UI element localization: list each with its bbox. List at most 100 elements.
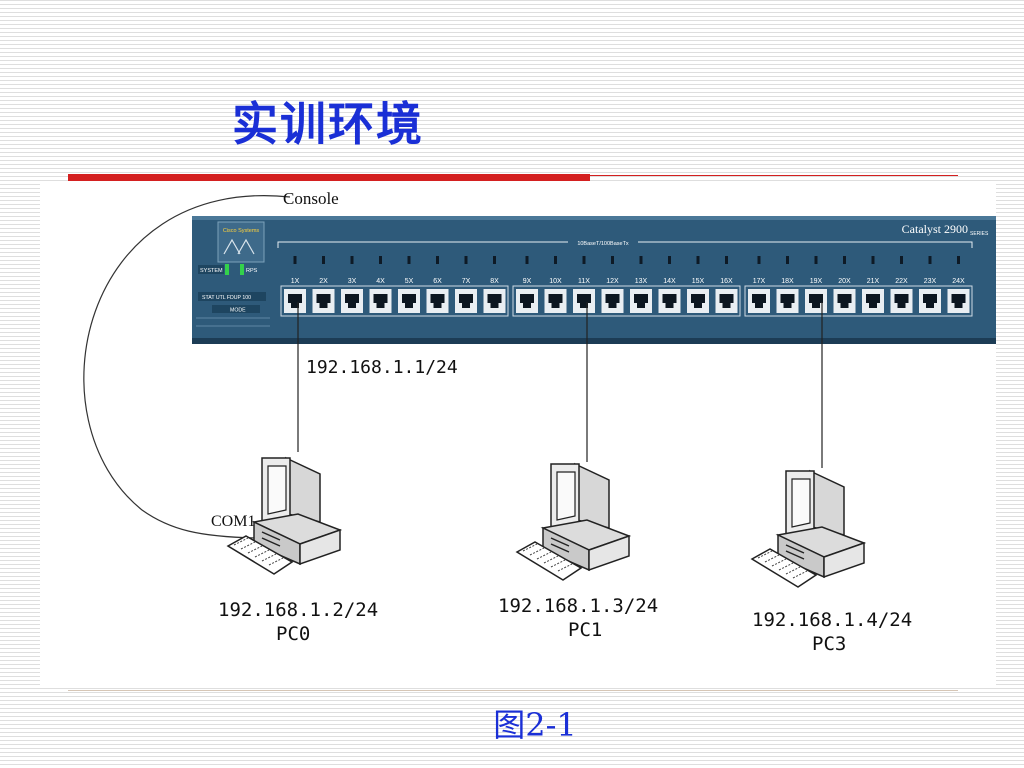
- figure-caption: 图2-1: [493, 706, 577, 744]
- mode-button: [212, 305, 260, 313]
- led-system-box: [198, 265, 224, 274]
- pc-computer: [515, 462, 632, 581]
- pc-computer: [750, 469, 867, 588]
- port-label: 4X: [376, 278, 385, 285]
- port-label: 1X: [291, 278, 300, 285]
- console-label: Console: [283, 189, 339, 208]
- port-band-label-bg: [568, 238, 638, 246]
- pc0-name: PC0: [276, 623, 310, 645]
- port-led: [379, 256, 382, 264]
- port-label: 9X: [523, 278, 532, 285]
- cisco-bridge-icon: [223, 238, 255, 255]
- port-label: 6X: [433, 278, 442, 285]
- port-socket: [520, 294, 534, 308]
- port-led: [957, 256, 960, 264]
- port-socket: [662, 294, 677, 308]
- port-label: 17X: [753, 278, 766, 285]
- port-group-frame: [744, 285, 973, 317]
- monitor-screen: [267, 465, 287, 515]
- pc3-name: PC3: [812, 633, 846, 655]
- keyboard-keys: [785, 566, 801, 575]
- monitor-body: [809, 469, 845, 536]
- port-led: [639, 256, 643, 264]
- port-led: [757, 256, 761, 264]
- switch-series: SERIES: [970, 231, 989, 237]
- mode-row-label: STAT UTL FDUP 100: [202, 295, 251, 301]
- port-label: 3X: [348, 278, 357, 285]
- port-led: [843, 256, 846, 264]
- port-led: [293, 256, 297, 264]
- port-socket: [373, 294, 388, 308]
- title-underline-thin: [590, 175, 958, 176]
- mode-button-label: MODE: [230, 308, 246, 314]
- led-rps-indicator: [240, 264, 244, 275]
- port-led: [322, 256, 325, 264]
- port-ip-label: 192.168.1.1/24: [306, 357, 458, 378]
- keyboard-keys: [764, 554, 780, 563]
- keyboard-keys: [550, 559, 566, 568]
- port-socket: [923, 294, 937, 308]
- drive-bay: [550, 537, 570, 553]
- drive-bay: [261, 531, 281, 547]
- pcs: [226, 456, 867, 588]
- port-label: 10X: [549, 278, 562, 285]
- keyboard-keys: [557, 563, 573, 572]
- port-label: 21X: [867, 278, 880, 285]
- port-label: 16X: [720, 278, 733, 285]
- port-label: 8X: [490, 278, 499, 285]
- pc1-name: PC1: [568, 619, 602, 641]
- port-socket: [402, 294, 416, 308]
- switch: Cisco Systems SYSTEM RPS STAT UTL FDUP 1…: [192, 216, 996, 344]
- pc1-ip: 192.168.1.3/24: [498, 595, 658, 617]
- port-socket: [719, 294, 734, 308]
- keyboard-keys: [247, 545, 263, 554]
- port-socket: [866, 294, 880, 308]
- keyboard-keys: [757, 550, 773, 559]
- cisco-logo-box: [217, 221, 265, 263]
- keyboard-keys: [522, 543, 538, 552]
- led-system-indicator: [225, 264, 229, 275]
- system-unit-side: [823, 541, 865, 579]
- port-socket: [430, 294, 445, 308]
- port-label: 11X: [578, 278, 590, 285]
- port-led: [611, 256, 614, 264]
- port-led: [668, 256, 671, 264]
- switch-bottom-edge: [192, 338, 996, 344]
- slide-title: 实训环境: [232, 97, 424, 151]
- port-label: 24X: [952, 278, 965, 285]
- title-underline: [68, 174, 590, 181]
- port-led: [928, 256, 932, 264]
- keyboard-keys: [529, 547, 545, 556]
- port-led: [493, 256, 496, 264]
- port-socket: [487, 294, 502, 308]
- switch-chassis: [192, 216, 996, 344]
- keyboard-keys: [771, 558, 787, 567]
- switch-model: Catalyst 2900: [902, 222, 968, 236]
- system-unit-side: [299, 528, 341, 566]
- monitor-body: [285, 456, 321, 523]
- port-label: 22X: [895, 278, 908, 285]
- port-label: 13X: [635, 278, 648, 285]
- port-label: 14X: [663, 278, 676, 285]
- port-socket: [951, 294, 966, 308]
- port-socket: [780, 294, 795, 308]
- keyboard-keys: [543, 555, 559, 564]
- port-led: [436, 256, 439, 264]
- port-led: [350, 256, 354, 264]
- keyboard-keys: [233, 537, 249, 546]
- port-socket: [316, 294, 331, 308]
- pc3-ip: 192.168.1.4/24: [752, 609, 912, 631]
- mode-row-box: [198, 292, 266, 301]
- port-socket: [894, 294, 909, 308]
- switch-front-grooves: [196, 317, 270, 327]
- cisco-logo-text: Cisco Systems: [223, 228, 260, 234]
- port-socket: [809, 294, 823, 308]
- port-group-frame: [280, 285, 509, 317]
- port-socket: [752, 294, 766, 308]
- console-cable: [83, 195, 291, 539]
- port-socket: [605, 294, 620, 308]
- drive-bay: [785, 544, 805, 560]
- port-label: 19X: [810, 278, 823, 285]
